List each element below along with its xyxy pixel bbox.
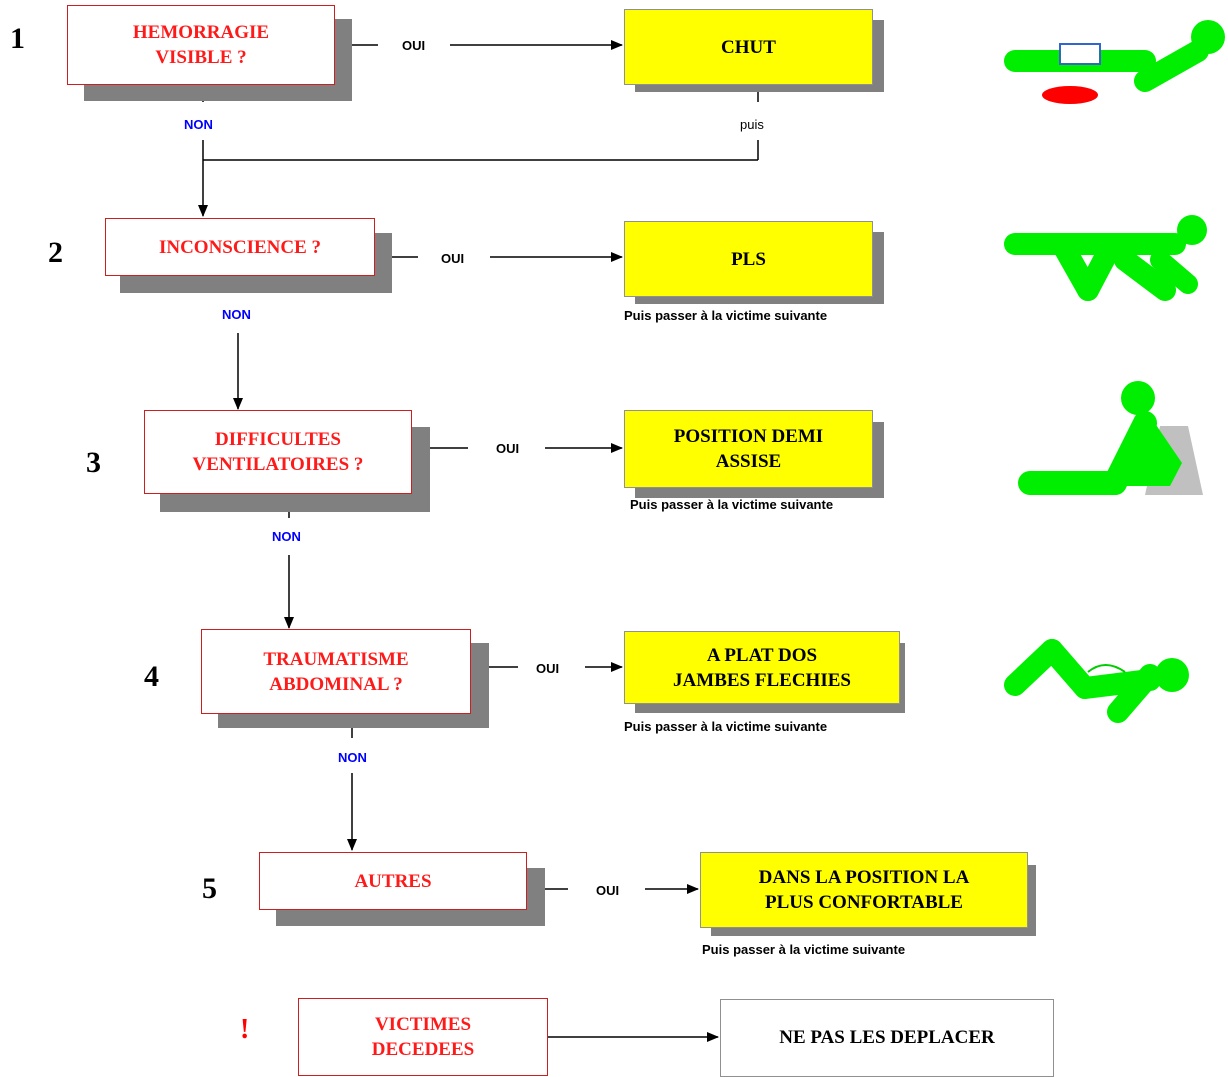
yes-label-5: OUI bbox=[596, 883, 620, 898]
question-box-breathing: DIFFICULTES VENTILATOIRES ? bbox=[144, 410, 412, 494]
step-number-1: 1 bbox=[10, 22, 25, 55]
yes-label-4: OUI bbox=[536, 661, 560, 676]
warning-mark: ! bbox=[240, 1014, 250, 1045]
yes-label-3: OUI bbox=[496, 441, 520, 456]
next-victim-note-4: Puis passer à la victime suivante bbox=[624, 719, 828, 734]
action-box-comfortable: DANS LA POSITION LA PLUS CONFORTABLE bbox=[700, 852, 1028, 928]
no-label-2: NON bbox=[222, 307, 251, 322]
yes-label-1: OUI bbox=[402, 38, 426, 53]
no-label-1: NON bbox=[184, 117, 213, 132]
next-victim-note-5: Puis passer à la victime suivante bbox=[702, 942, 906, 957]
yes-label-2: OUI bbox=[441, 251, 465, 266]
step-number-3: 3 bbox=[86, 446, 101, 479]
no-label-3: NON bbox=[272, 529, 301, 544]
action-box-chut: CHUT bbox=[624, 9, 873, 85]
action-box-flat-back: A PLAT DOS JAMBES FLECHIES bbox=[624, 631, 900, 704]
question-box-deceased: VICTIMES DECEDEES bbox=[298, 998, 548, 1076]
action-box-half-sitting: POSITION DEMI ASSISE bbox=[624, 410, 873, 488]
next-victim-note-2: Puis passer à la victime suivante bbox=[624, 308, 828, 323]
question-box-unconscious: INCONSCIENCE ? bbox=[105, 218, 375, 276]
no-label-4: NON bbox=[338, 750, 367, 765]
action-box-do-not-move: NE PAS LES DEPLACER bbox=[720, 999, 1054, 1077]
next-victim-note-3: Puis passer à la victime suivante bbox=[630, 497, 834, 512]
question-box-abdominal: TRAUMATISME ABDOMINAL ? bbox=[201, 629, 471, 714]
step-number-4: 4 bbox=[144, 660, 159, 693]
recovery-position-icon bbox=[1004, 215, 1207, 301]
step-number-2: 2 bbox=[48, 236, 63, 269]
bleeding-victim-icon bbox=[1004, 20, 1225, 104]
question-box-hemorrhage: HEMORRAGIE VISIBLE ? bbox=[67, 5, 335, 85]
action-box-pls: PLS bbox=[624, 221, 873, 297]
half-sitting-icon bbox=[1018, 381, 1203, 495]
question-box-others: AUTRES bbox=[259, 852, 527, 910]
step-number-5: 5 bbox=[202, 872, 217, 905]
then-label: puis bbox=[740, 117, 764, 132]
legs-bent-icon bbox=[1004, 639, 1189, 723]
